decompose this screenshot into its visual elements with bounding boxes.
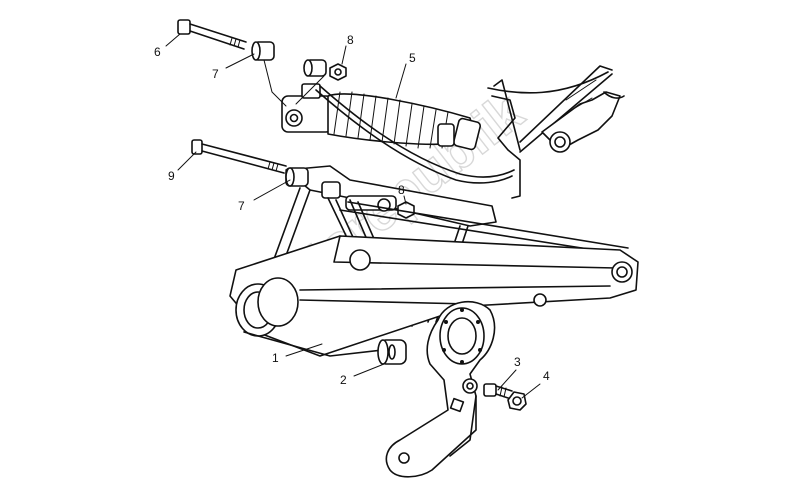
callout-8-mid: 8 bbox=[398, 183, 405, 197]
callout-1: 1 bbox=[272, 351, 279, 365]
bush-8-top bbox=[303, 59, 347, 81]
callout-2: 2 bbox=[340, 373, 347, 387]
callout-7-top: 7 bbox=[212, 67, 219, 81]
callout-9: 9 bbox=[168, 169, 175, 183]
frame-tube bbox=[487, 65, 625, 199]
callout-7-mid: 7 bbox=[238, 199, 245, 213]
callout-3: 3 bbox=[514, 355, 521, 369]
swingarm bbox=[229, 165, 639, 357]
callout-8-top: 8 bbox=[347, 33, 354, 47]
nut-4 bbox=[507, 391, 527, 411]
callout-6: 6 bbox=[154, 45, 161, 59]
bolt-3 bbox=[483, 383, 513, 400]
shock-absorber bbox=[281, 83, 515, 184]
bolt-6 bbox=[177, 19, 275, 61]
bush-2 bbox=[377, 339, 407, 365]
leader-lines bbox=[165, 33, 541, 399]
callout-4: 4 bbox=[543, 369, 550, 383]
callout-5: 5 bbox=[409, 51, 416, 65]
bolt-9 bbox=[191, 139, 287, 174]
caliper-bracket bbox=[385, 301, 496, 478]
